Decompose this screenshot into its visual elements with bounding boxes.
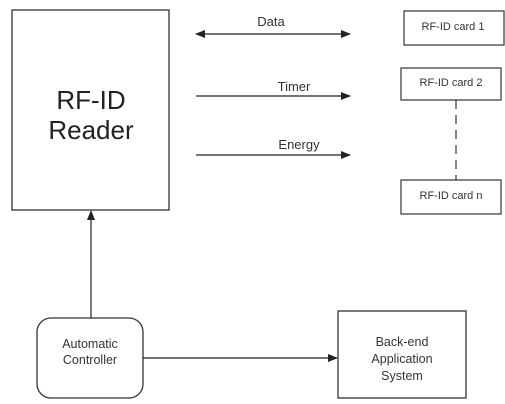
controller-label-line1: Automatic	[62, 337, 118, 351]
rfid-reader-box	[11, 9, 170, 211]
reader-title-line1: RF-ID	[56, 85, 126, 115]
backend-label-line2: Application	[371, 352, 433, 366]
backend-system-box	[337, 310, 467, 399]
backend-label-line3: System	[381, 369, 423, 383]
data-label: Data	[257, 14, 285, 29]
rfid-card-n-label: RF-ID card n	[419, 190, 483, 202]
rfid-card-1-label: RF-ID card 1	[421, 21, 485, 33]
rfid-card-2-label: RF-ID card 2	[419, 77, 483, 89]
energy-label: Energy	[278, 137, 320, 152]
controller-label-line2: Controller	[62, 353, 118, 367]
rfid-card-1-box	[403, 10, 505, 46]
reader-title-line2: Reader	[48, 115, 134, 145]
timer-label: Timer	[277, 79, 311, 94]
rfid-card-2-box	[400, 67, 502, 101]
rfid-card-n-box	[400, 179, 502, 215]
backend-label-line1: Back-end	[375, 335, 429, 349]
